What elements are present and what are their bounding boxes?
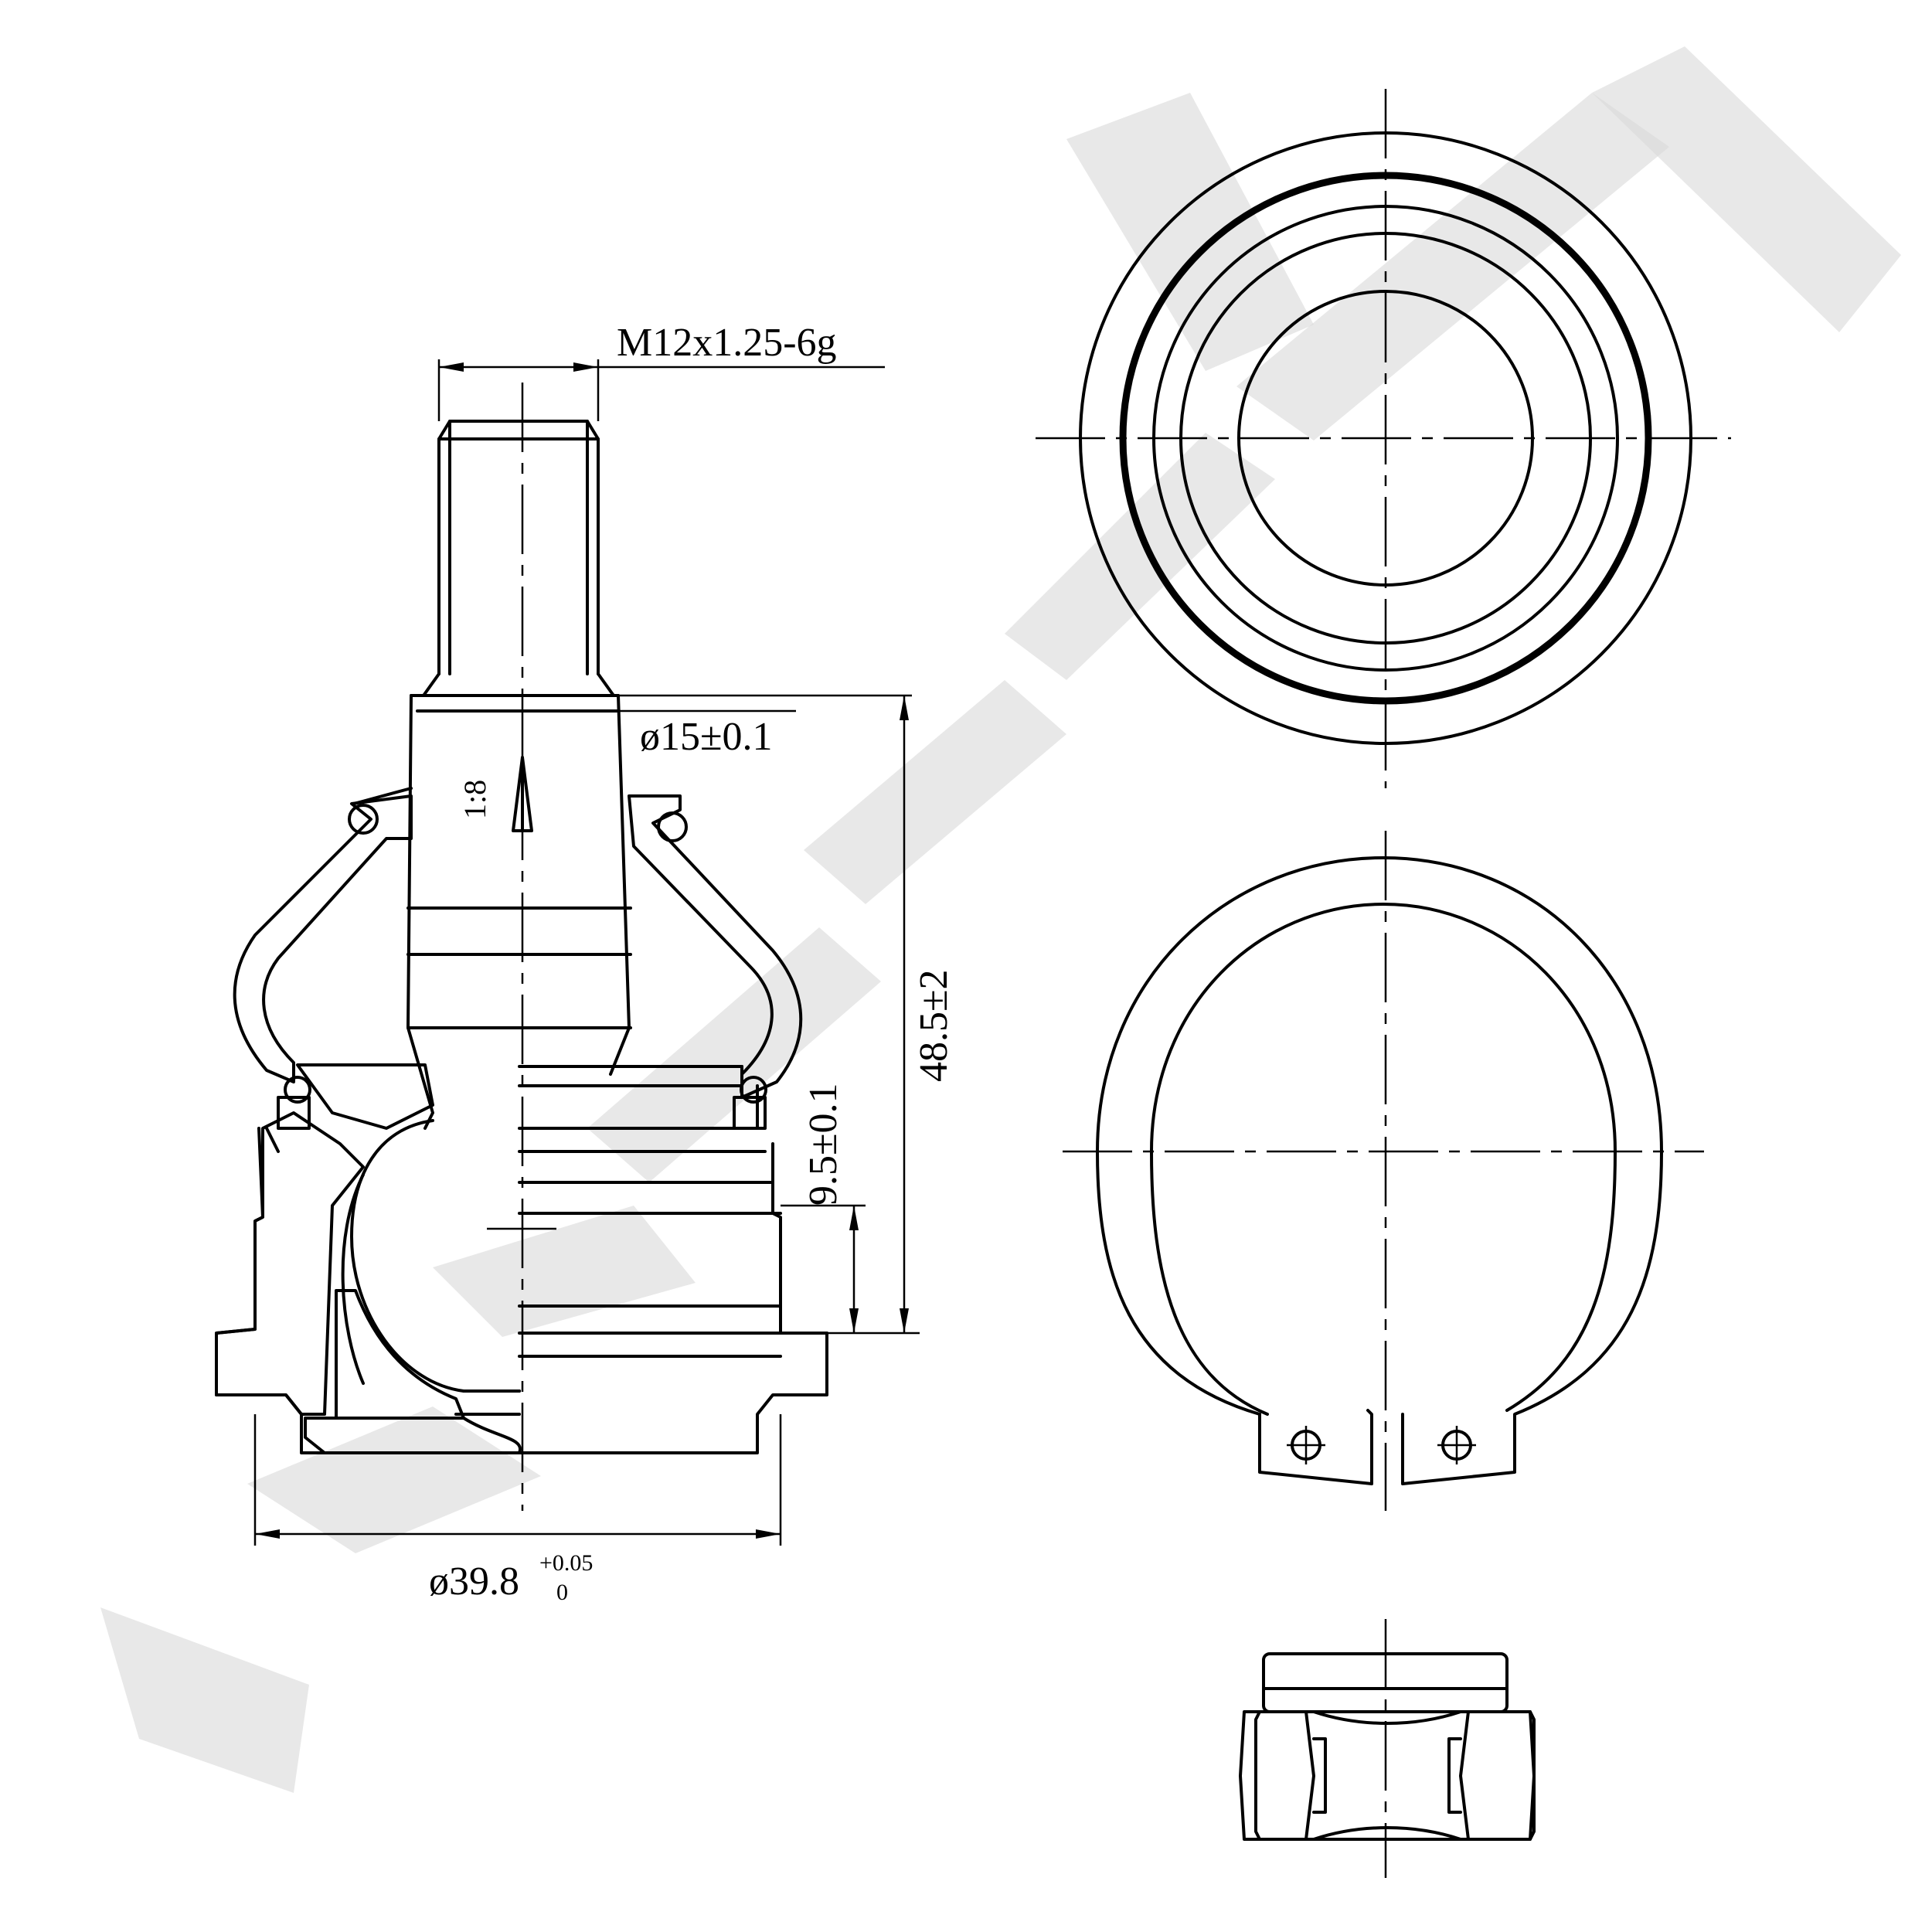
body-diameter-tol-upper: +0.05 [539, 1550, 593, 1576]
watermark-logo [100, 46, 1901, 1793]
total-height-dimension: 48.5±2 [827, 696, 956, 1335]
ball-height-label: 9.5±0.1 [801, 1083, 845, 1206]
shank-diameter-label: ø15±0.1 [640, 715, 773, 759]
ball-joint-section: 1:8 [215, 321, 956, 1605]
body-diameter-dimension: ø39.8 +0.05 0 [253, 1414, 782, 1605]
thread-dimension: M12x1.25-6g [437, 321, 885, 421]
body-diameter-label: ø39.8 [429, 1560, 519, 1604]
body-diameter-tol-lower: 0 [556, 1580, 568, 1605]
circlip-view [1063, 831, 1704, 1511]
total-height-label: 48.5±2 [912, 969, 956, 1082]
thread-label: M12x1.25-6g [617, 321, 837, 365]
ball-joint-top-view [1036, 89, 1731, 788]
taper-label: 1:8 [457, 780, 492, 819]
ball-height-dimension: 9.5±0.1 [781, 1083, 866, 1333]
shank-diameter-dimension: ø15±0.1 [618, 694, 912, 759]
nut-view [1239, 1619, 1536, 1878]
